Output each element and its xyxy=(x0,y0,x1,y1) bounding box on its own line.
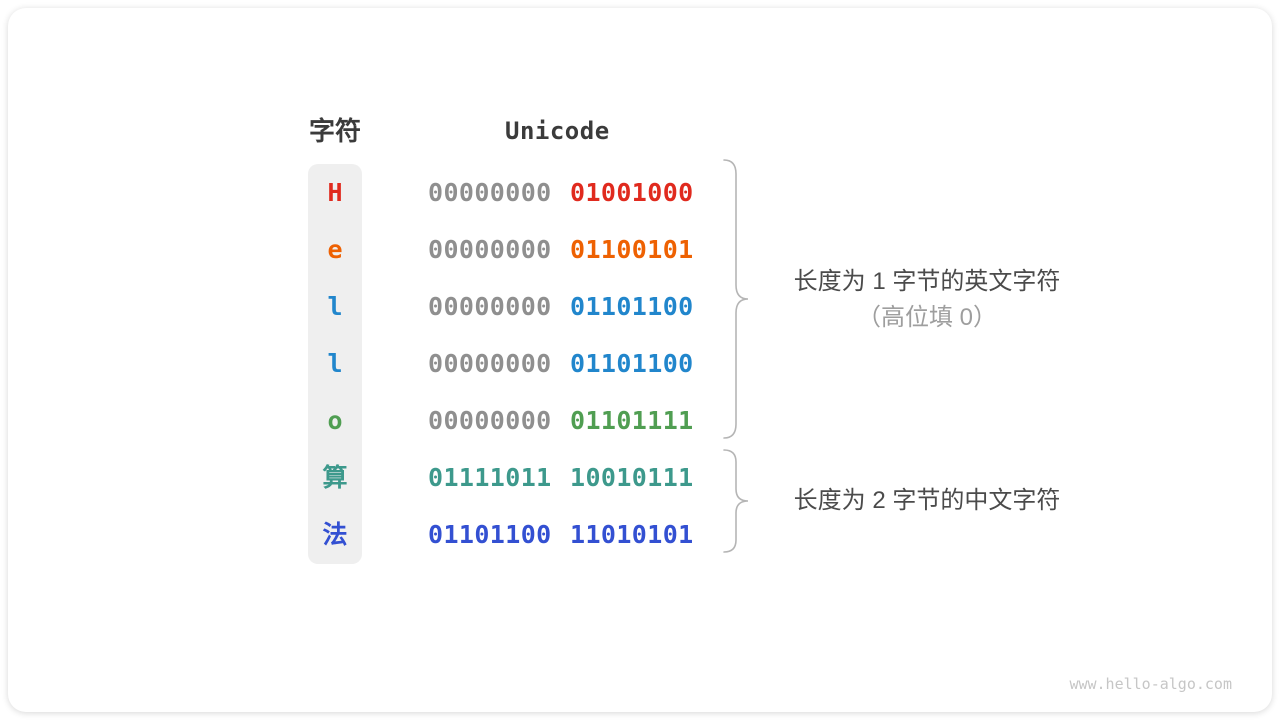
table-row: l 00000000 01101100 xyxy=(0,335,1280,392)
annotation-chinese-chars: 长度为 2 字节的中文字符 xyxy=(750,483,1104,519)
column-header-unicode: Unicode xyxy=(505,117,610,145)
annotation-english-line1: 长度为 1 字节的英文字符 xyxy=(793,268,1061,295)
unicode-high-byte: 00000000 xyxy=(428,235,552,264)
table-row: 法 01101100 11010101 xyxy=(0,506,1280,563)
diagram-card xyxy=(8,8,1272,712)
char-cell: o xyxy=(327,406,343,435)
unicode-high-byte: 00000000 xyxy=(428,178,552,207)
watermark-url: www.hello-algo.com xyxy=(1069,675,1232,693)
annotation-english-line2: （高位填 0） xyxy=(856,304,997,331)
annotation-english-chars: 长度为 1 字节的英文字符 （高位填 0） xyxy=(750,264,1104,336)
table-row: l 00000000 01101100 xyxy=(0,278,1280,335)
char-column-background xyxy=(308,164,362,564)
unicode-low-byte: 01100101 xyxy=(570,235,694,264)
unicode-low-byte: 01101111 xyxy=(570,406,694,435)
char-cell: e xyxy=(327,235,343,264)
unicode-high-byte: 00000000 xyxy=(428,406,552,435)
unicode-low-byte: 11010101 xyxy=(570,520,694,549)
table-row: H 00000000 01001000 xyxy=(0,164,1280,221)
annotation-chinese-line1: 长度为 2 字节的中文字符 xyxy=(793,487,1061,514)
char-cell: 法 xyxy=(322,520,348,549)
char-cell: H xyxy=(327,178,343,207)
unicode-high-byte: 00000000 xyxy=(428,292,552,321)
unicode-high-byte: 01111011 xyxy=(428,463,552,492)
brace-english-group-icon xyxy=(723,159,749,439)
unicode-low-byte: 01001000 xyxy=(570,178,694,207)
unicode-low-byte: 01101100 xyxy=(570,349,694,378)
table-row: e 00000000 01100101 xyxy=(0,221,1280,278)
table-row: 算 01111011 10010111 xyxy=(0,449,1280,506)
table-row: o 00000000 01101111 xyxy=(0,392,1280,449)
brace-chinese-group-icon xyxy=(723,449,749,553)
column-header-char: 字符 xyxy=(308,116,361,146)
unicode-high-byte: 01101100 xyxy=(428,520,552,549)
unicode-low-byte: 10010111 xyxy=(570,463,694,492)
unicode-low-byte: 01101100 xyxy=(570,292,694,321)
char-cell: l xyxy=(327,292,343,321)
char-cell: l xyxy=(327,349,343,378)
unicode-high-byte: 00000000 xyxy=(428,349,552,378)
char-cell: 算 xyxy=(322,463,348,492)
